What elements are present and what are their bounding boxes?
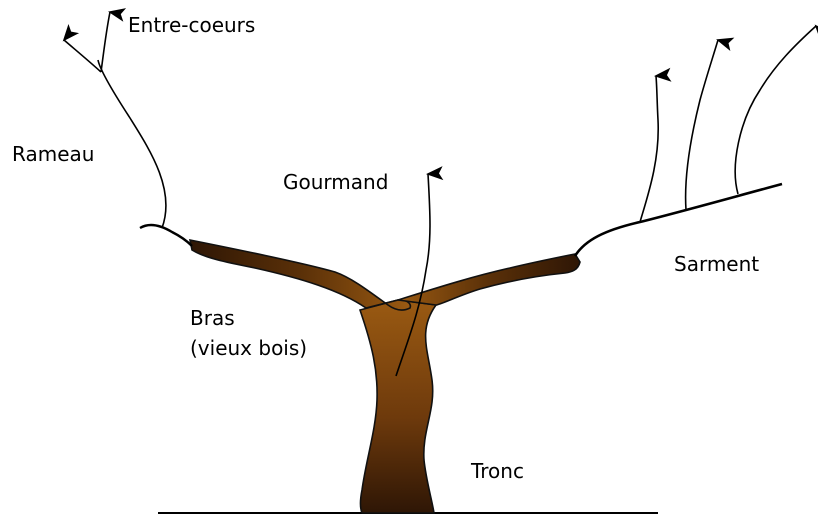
label-entre-coeurs: Entre-coeurs: [128, 12, 255, 38]
sarment-shoot-3: [735, 26, 816, 194]
label-rameau: Rameau: [12, 141, 94, 167]
rameau-cane: [140, 225, 192, 246]
rameau-shoot: [98, 60, 166, 228]
left-arm-shape: [190, 240, 410, 310]
rameau-arrow: [64, 40, 101, 72]
sarment-cane: [575, 184, 782, 256]
label-sarment: Sarment: [674, 251, 759, 277]
right-arm-shape: [398, 254, 580, 305]
label-bras: Bras: [190, 305, 235, 331]
label-vieux-bois: (vieux bois): [190, 335, 307, 361]
entre-coeurs-arrow: [101, 12, 110, 72]
label-gourmand: Gourmand: [283, 169, 388, 195]
sarment-shoot-1: [640, 76, 658, 222]
sarment-shoot-2: [686, 40, 718, 210]
label-tronc: Tronc: [471, 458, 524, 484]
trunk-shape: [360, 300, 436, 513]
